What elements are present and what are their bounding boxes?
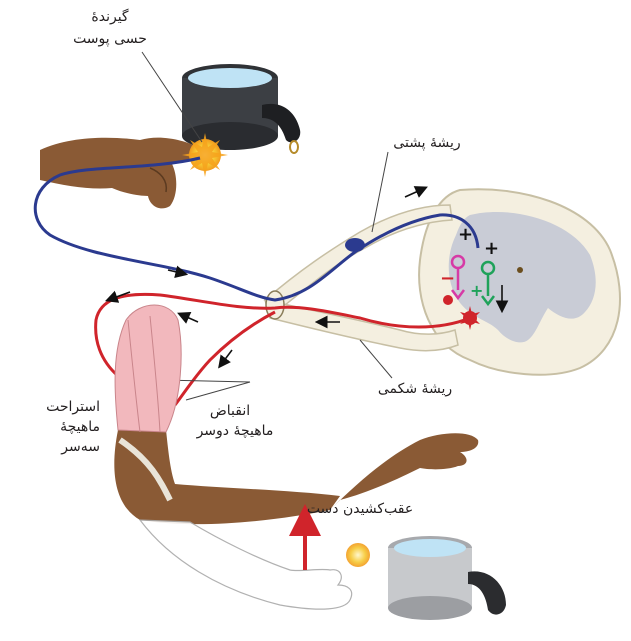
contract-label-line1: انقباض [190, 402, 270, 420]
contract-label-line2: ماهیچهٔ دوسر [180, 422, 290, 440]
ventral-root-label: ریشهٔ شکمی [360, 380, 470, 398]
svg-text:+: + [484, 238, 499, 259]
svg-text:+: + [470, 281, 483, 300]
receptor-label-line2: حسی پوست [60, 30, 160, 48]
pain-spark-bottom [346, 543, 370, 567]
arm-withdrawn-ghost [140, 520, 370, 609]
hand-top [40, 133, 228, 208]
central-canal [517, 267, 523, 273]
water-surface-top [188, 68, 272, 88]
svg-text:+: + [458, 224, 473, 245]
withdraw-label: عقب‌کشیدن دست [290, 500, 430, 518]
receptor-label-line1: گیرندهٔ [60, 8, 160, 26]
pot-handle-bottom [468, 571, 506, 614]
biceps-triceps-muscle [115, 305, 181, 432]
relax-label-line2: ماهیچهٔ [20, 418, 100, 436]
dorsal-root-ganglion [345, 238, 365, 252]
dorsal-root-label: ریشهٔ پشتی [372, 134, 482, 152]
hot-pot-top [182, 64, 300, 153]
relax-label-line3: سه‌سر [20, 438, 100, 456]
svg-text:−: − [440, 268, 455, 289]
hot-pot-bottom [388, 536, 506, 620]
relax-label-line1: استراحت [20, 398, 100, 416]
